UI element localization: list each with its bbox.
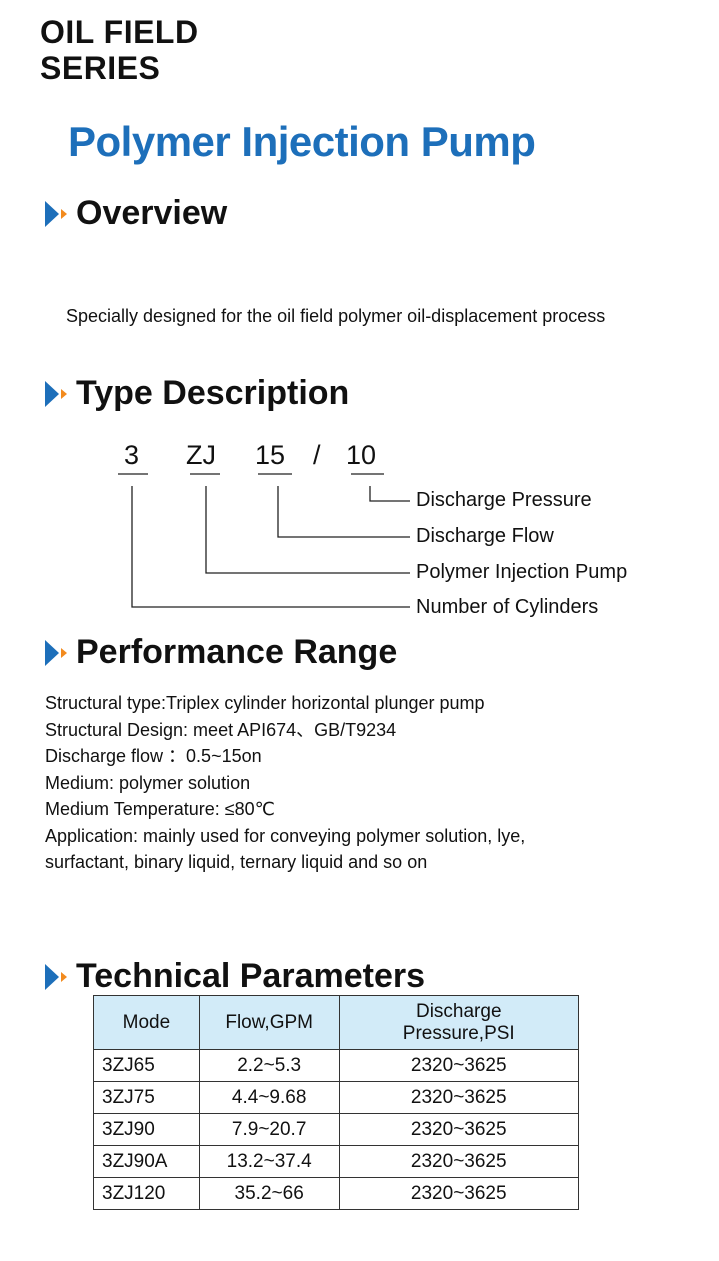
section-arrow-icon	[45, 381, 67, 407]
section-title: Overview	[76, 194, 228, 232]
section-title: Performance Range	[76, 633, 398, 671]
type-label-discharge-flow: Discharge Flow	[416, 525, 554, 547]
cell-pressure: 2320~3625	[338, 1081, 579, 1114]
cell-pressure: 2320~3625	[338, 1049, 579, 1082]
table-row: 3ZJ90 7.9~20.7 2320~3625	[93, 1113, 579, 1146]
type-code-connector-lines	[118, 473, 410, 608]
type-label-discharge-pressure: Discharge Pressure	[416, 489, 592, 511]
section-arrow-icon	[45, 640, 67, 666]
perf-discharge-flow: Discharge flow ：0.5~15on	[45, 746, 262, 766]
cell-flow: 13.2~37.4	[198, 1145, 340, 1178]
cell-mode: 3ZJ90	[93, 1113, 200, 1146]
type-label-number-of-cylinders: Number of Cylinders	[416, 596, 599, 618]
table-row: 3ZJ90A 13.2~37.4 2320~3625	[93, 1145, 579, 1178]
header-discharge-pressure: Discharge Pressure,PSI	[338, 995, 579, 1050]
series-line-1: OIL FIELD	[40, 14, 199, 50]
cell-mode: 3ZJ65	[93, 1049, 200, 1082]
performance-details: Structural type:Triplex cylinder horizon…	[45, 690, 565, 876]
type-code-part-series: ZJ	[186, 440, 216, 470]
perf-application: Application: mainly used for conveying p…	[45, 825, 526, 873]
header-mode: Mode	[93, 995, 200, 1050]
header-flow: Flow,GPM	[198, 995, 340, 1050]
perf-structural-design: Structural Design: meet API674、GB/T9234	[45, 719, 397, 740]
perf-medium: Medium: polymer solution	[45, 772, 251, 793]
cell-pressure: 2320~3625	[338, 1177, 579, 1210]
cell-mode: 3ZJ90A	[93, 1145, 200, 1178]
type-code-part-flow: 15	[255, 440, 286, 470]
type-label-polymer-injection-pump: Polymer Injection Pump	[416, 561, 628, 583]
section-title: Type Description	[76, 374, 350, 412]
overview-text: Specially designed for the oil field pol…	[66, 306, 606, 326]
table-row: 3ZJ65 2.2~5.3 2320~3625	[93, 1049, 579, 1082]
cell-mode: 3ZJ120	[93, 1177, 200, 1210]
cell-flow: 7.9~20.7	[198, 1113, 340, 1146]
type-code-part-pressure: 10	[346, 440, 377, 470]
table-row: 3ZJ75 4.4~9.68 2320~3625	[93, 1081, 579, 1114]
section-arrow-icon	[45, 964, 67, 990]
table-header-row: Mode Flow,GPM Discharge Pressure,PSI	[93, 995, 579, 1050]
cell-flow: 4.4~9.68	[198, 1081, 340, 1114]
type-code-separator: /	[313, 440, 321, 470]
table-row: 3ZJ120 35.2~66 2320~3625	[93, 1177, 579, 1210]
product-title: Polymer Injection Pump	[68, 118, 536, 165]
section-arrow-icon	[45, 201, 67, 227]
cell-mode: 3ZJ75	[93, 1081, 200, 1114]
cell-pressure: 2320~3625	[338, 1145, 579, 1178]
type-code-part-cylinders: 3	[124, 440, 140, 470]
series-line-2: SERIES	[40, 50, 161, 86]
cell-pressure: 2320~3625	[338, 1113, 579, 1146]
perf-medium-temperature: Medium Temperature: ≤80℃	[45, 799, 275, 819]
section-title: Technical Parameters	[76, 957, 425, 995]
series-heading: OIL FIELD SERIES	[40, 14, 199, 86]
cell-flow: 2.2~5.3	[198, 1049, 340, 1082]
technical-parameters-table: Mode Flow,GPM Discharge Pressure,PSI 3ZJ…	[93, 995, 579, 1210]
cell-flow: 35.2~66	[198, 1177, 340, 1210]
perf-structural-type: Structural type:Triplex cylinder horizon…	[45, 693, 485, 713]
